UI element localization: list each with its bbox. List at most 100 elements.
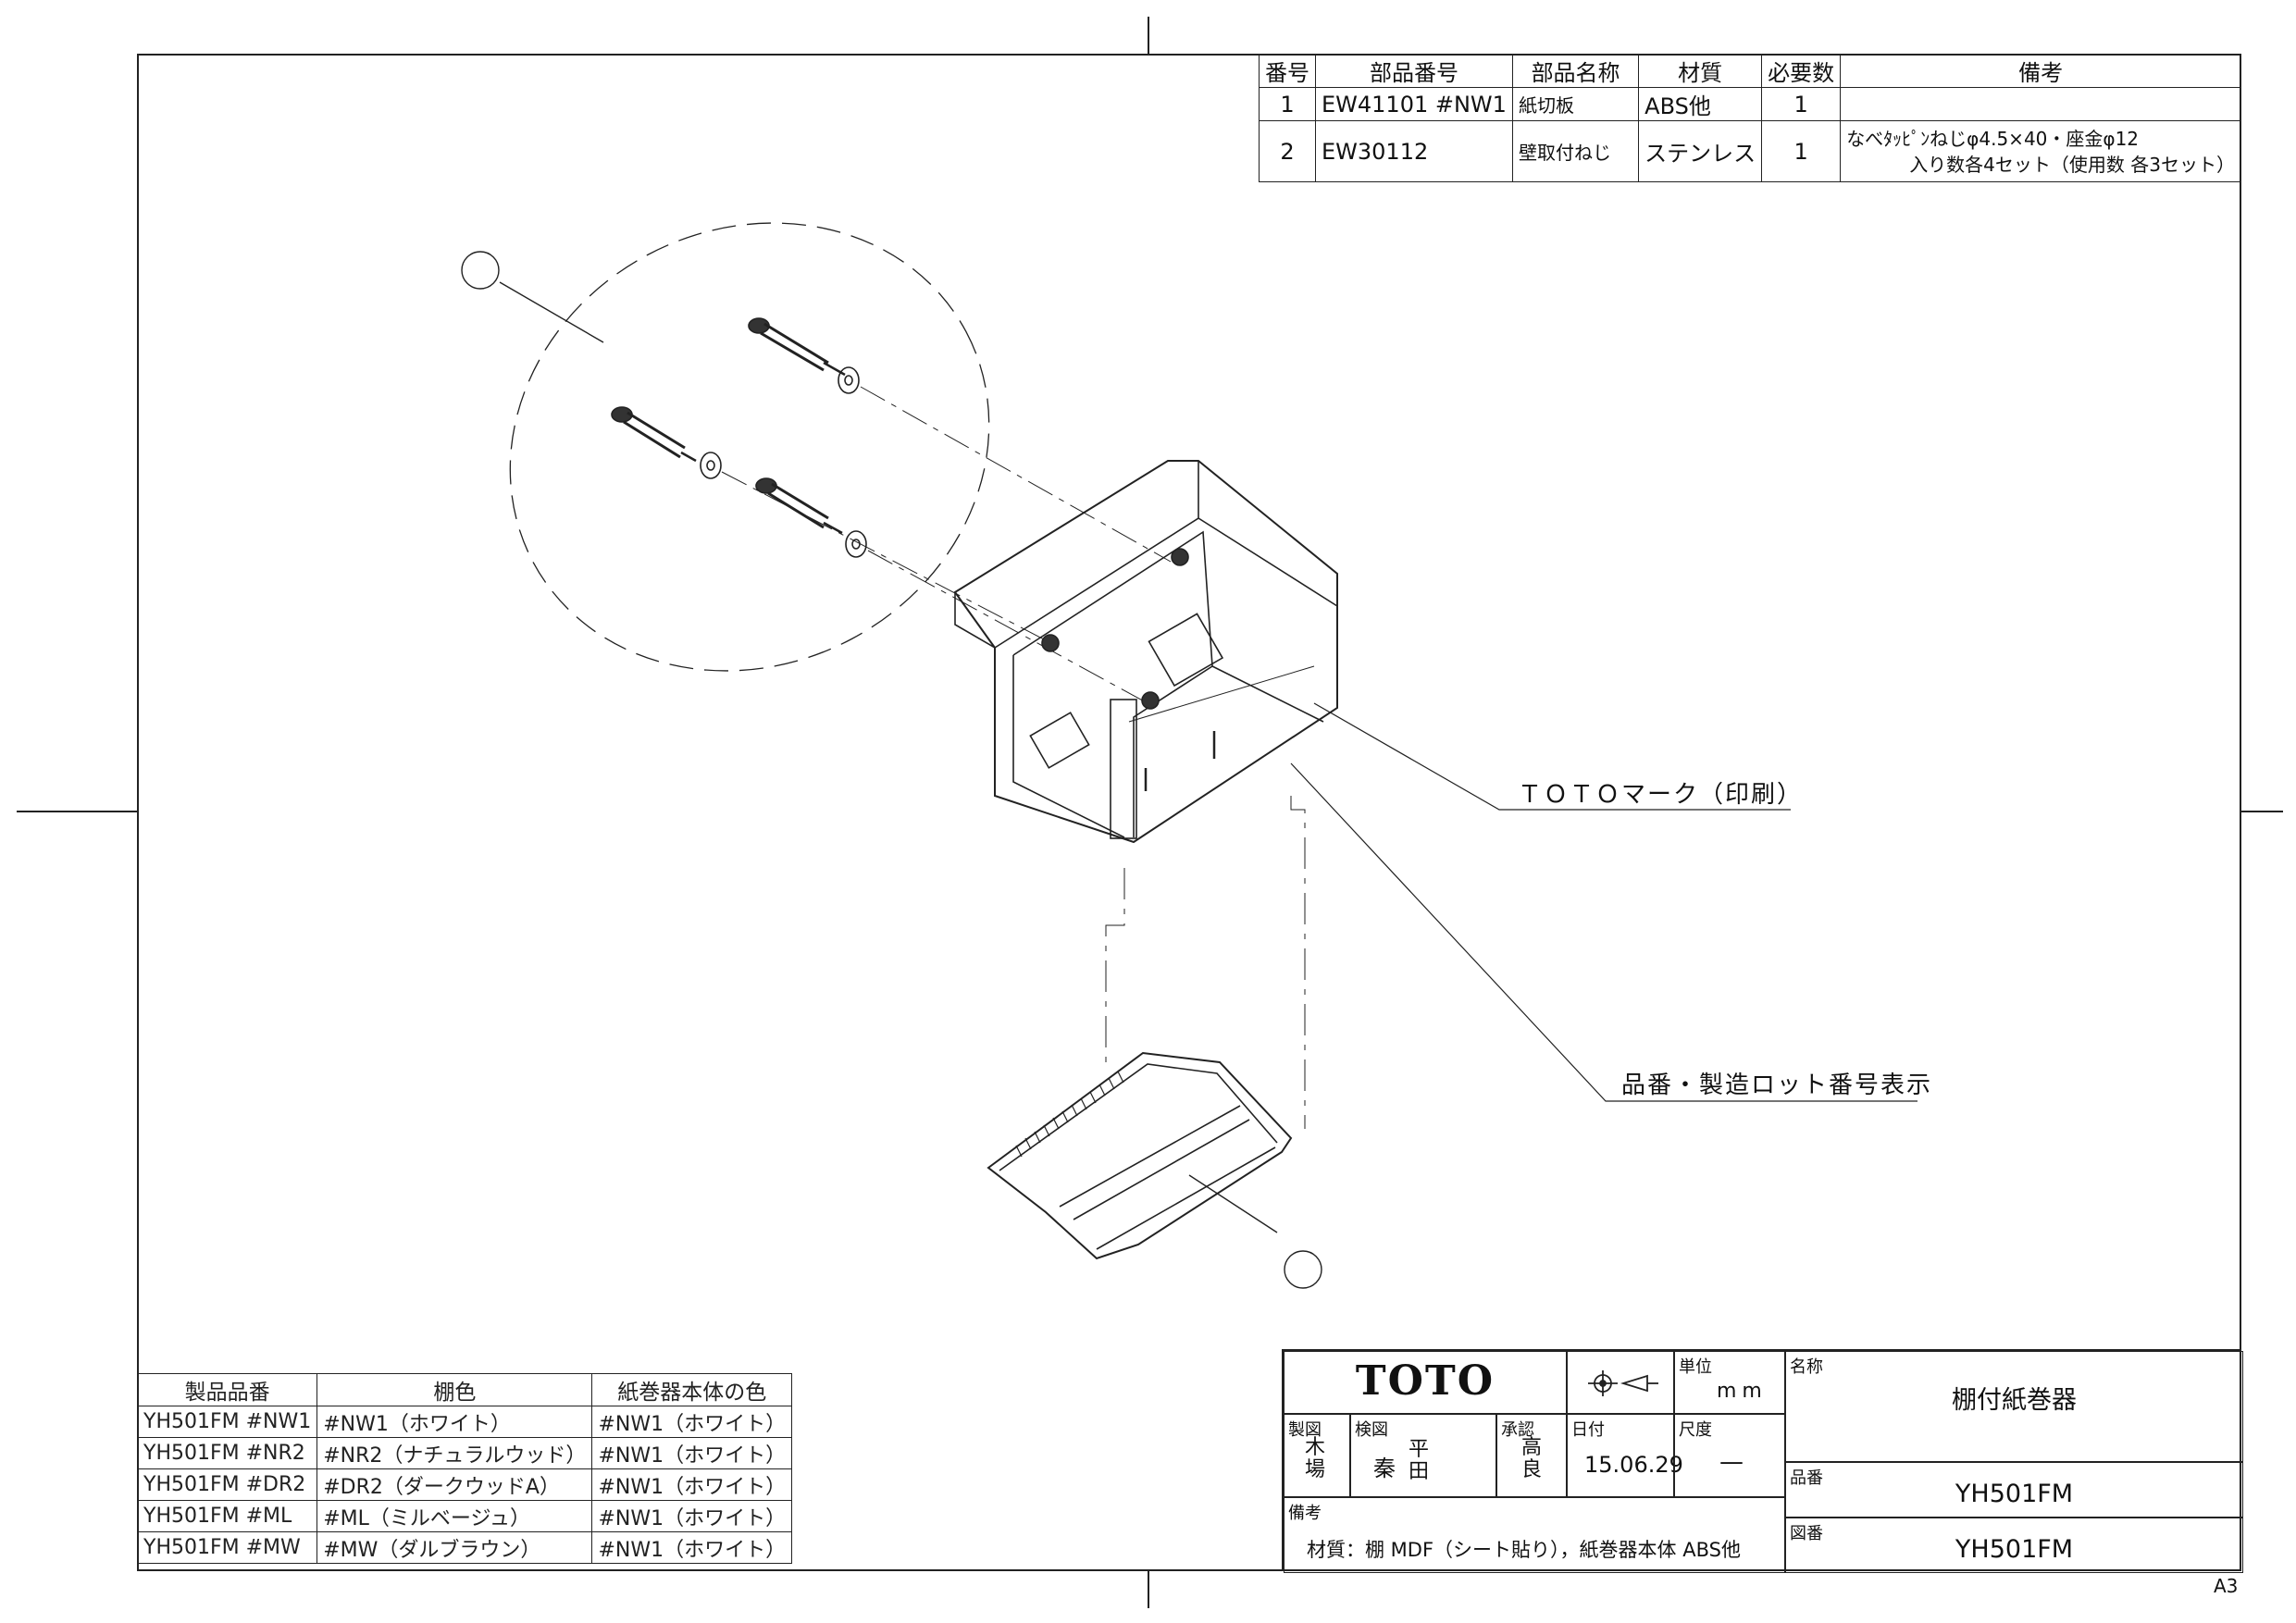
center-tick-right [2241, 811, 2283, 812]
cell-product-no: YH501FM #MW [136, 1531, 318, 1564]
header-part-no: 部品番号 [1315, 54, 1513, 88]
screw-icon [611, 406, 722, 479]
checked-value-1: 秦 [1373, 1456, 1396, 1481]
table-row: 1 EW41101 #NW1 紙切板 ABS他 1 [1259, 87, 2241, 121]
logo-cell: TOTO [1284, 1351, 1567, 1414]
leader-1 [1188, 1174, 1278, 1233]
approved-value: 高良 [1521, 1436, 1543, 1481]
name-cell: 名称 棚付紙巻器 [1785, 1351, 2243, 1462]
header-product-no: 製品品番 [136, 1373, 318, 1406]
cell-qty: 1 [1761, 120, 1842, 182]
scale-value: — [1719, 1448, 1744, 1476]
header-shelf-color: 棚色 [316, 1373, 593, 1406]
product-no-label: 品番 [1790, 1468, 1823, 1488]
note-label: 備考 [1288, 1504, 1322, 1523]
unit-label: 単位 [1679, 1357, 1712, 1377]
cell-material: ステンレス [1638, 120, 1763, 182]
cell-qty: 1 [1761, 87, 1842, 121]
scale-label: 尺度 [1679, 1420, 1712, 1440]
note-value: 材質：棚 MDF（シート貼り），紙巻器本体 ABS他 [1307, 1539, 1741, 1561]
note-line-1: なべﾀｯﾋﾟﾝねじφ4.5×40・座金φ12 [1846, 127, 2140, 150]
colors-header-row: 製品品番 棚色 紙巻器本体の色 [136, 1373, 793, 1406]
unit-cell: 単位 mm [1674, 1351, 1785, 1414]
header-note: 備考 [1840, 54, 2241, 88]
drawn-value: 木場 [1305, 1436, 1326, 1481]
checked-value-2: 平田 [1409, 1438, 1430, 1483]
date-cell: 日付 15.06.29 [1567, 1414, 1683, 1497]
cell-product-no: YH501FM #NW1 [136, 1406, 318, 1438]
drawing-no-cell: 図番 YH501FM [1785, 1518, 2243, 1573]
toto-mark-label: ＴＯＴＯマーク（印刷） [1518, 781, 1804, 809]
cell-note [1840, 87, 2241, 121]
leader-2 [499, 281, 604, 343]
center-tick-left [17, 811, 137, 812]
table-row: YH501FM #MW#MW（ダルブラウン）#NW1（ホワイト） [136, 1531, 793, 1564]
screw-icon [748, 317, 860, 394]
cell-shelf-color: #MW（ダルブラウン） [316, 1531, 593, 1564]
table-row: 2 EW30112 壁取付ねじ ステンレス 1 なべﾀｯﾋﾟﾝねじφ4.5×40… [1259, 120, 2241, 182]
cell-part-no: EW30112 [1315, 120, 1513, 182]
note-line-2: 入り数各4セット（使用数 各3セット） [1909, 153, 2235, 176]
sheet-size-label: A3 [2214, 1575, 2239, 1597]
checked-label: 検図 [1355, 1420, 1388, 1440]
cell-note: なべﾀｯﾋﾟﾝねじφ4.5×40・座金φ12 入り数各4セット（使用数 各3セッ… [1840, 120, 2241, 182]
cell-product-no: YH501FM #NR2 [136, 1437, 318, 1469]
date-label: 日付 [1571, 1420, 1605, 1440]
leader-lot-number [1290, 762, 1917, 1102]
parts-header-row: 番号 部品番号 部品名称 材質 必要数 備考 [1259, 54, 2241, 88]
checked-cell: 検図 秦 平田 [1350, 1414, 1496, 1497]
drawn-cell: 製図 木場 [1284, 1414, 1350, 1497]
cell-body-color: #NW1（ホワイト） [591, 1500, 793, 1532]
drawing-no-value: YH501FM [1955, 1535, 2074, 1564]
cell-no: 2 [1259, 120, 1316, 182]
product-no-value: YH501FM [1955, 1480, 2074, 1508]
approved-cell: 承認 高良 [1496, 1414, 1567, 1497]
drawing-frame [137, 54, 2241, 1571]
cell-shelf-color: #ML（ミルベージュ） [316, 1500, 593, 1532]
cell-body-color: #NW1（ホワイト） [591, 1437, 793, 1469]
product-no-cell: 品番 YH501FM [1785, 1462, 2243, 1518]
name-label: 名称 [1790, 1357, 1823, 1377]
cell-shelf-color: #NR2（ナチュラルウッド） [316, 1437, 593, 1469]
paper-holder-body [953, 460, 1338, 844]
table-row: YH501FM #NR2#NR2（ナチュラルウッド）#NW1（ホワイト） [136, 1437, 793, 1469]
lot-number-label: 品番・製造ロット番号表示 [1621, 1072, 1933, 1099]
cell-shelf-color: #NW1（ホワイト） [316, 1406, 593, 1438]
approved-label: 承認 [1501, 1420, 1534, 1440]
cutter-plate [987, 1051, 1293, 1260]
header-body-color: 紙巻器本体の色 [591, 1373, 793, 1406]
header-material: 材質 [1638, 54, 1763, 88]
parts-table: 番号 部品番号 部品名称 材質 必要数 備考 1 EW41101 #NW1 紙切… [1259, 54, 2241, 182]
third-angle-projection-icon [1588, 1370, 1658, 1396]
screw-group-ellipse [509, 222, 990, 672]
center-tick-top [1148, 17, 1149, 54]
leader-toto-mark [1313, 702, 1791, 811]
cell-product-no: YH501FM #ML [136, 1500, 318, 1532]
title-block: TOTO 単位 mm 名称 棚付紙巻器 製図 木場 検図 秦 平田 承認 高良 [1282, 1349, 2243, 1573]
header-qty: 必要数 [1761, 54, 1842, 88]
drawing-no-label: 図番 [1790, 1524, 1823, 1543]
table-row: YH501FM #DR2#DR2（ダークウッドA）#NW1（ホワイト） [136, 1468, 793, 1501]
cell-name: 壁取付ねじ [1511, 120, 1640, 182]
cell-product-no: YH501FM #DR2 [136, 1468, 318, 1501]
balloon-2 [461, 251, 500, 290]
header-no: 番号 [1259, 54, 1316, 88]
cell-name: 紙切板 [1511, 87, 1640, 121]
screw-icon [755, 477, 867, 558]
date-value: 15.06.29 [1584, 1452, 1683, 1478]
drawn-label: 製図 [1288, 1420, 1322, 1440]
cell-body-color: #NW1（ホワイト） [591, 1406, 793, 1438]
cell-shelf-color: #DR2（ダークウッドA） [316, 1468, 593, 1501]
toto-logo: TOTO [1355, 1357, 1496, 1405]
cell-part-no: EW41101 #NW1 [1315, 87, 1513, 121]
color-variant-table: 製品品番 棚色 紙巻器本体の色 YH501FM #NW1#NW1（ホワイト）#N… [136, 1373, 793, 1564]
name-value: 棚付紙巻器 [1952, 1386, 2077, 1415]
table-row: YH501FM #ML#ML（ミルベージュ）#NW1（ホワイト） [136, 1500, 793, 1532]
unit-value: mm [1717, 1380, 1768, 1403]
cell-body-color: #NW1（ホワイト） [591, 1468, 793, 1501]
balloon-1 [1284, 1250, 1322, 1289]
table-row: YH501FM #NW1#NW1（ホワイト）#NW1（ホワイト） [136, 1406, 793, 1438]
projection-cell [1567, 1351, 1674, 1414]
note-cell: 備考 材質：棚 MDF（シート貼り），紙巻器本体 ABS他 [1284, 1497, 1785, 1573]
